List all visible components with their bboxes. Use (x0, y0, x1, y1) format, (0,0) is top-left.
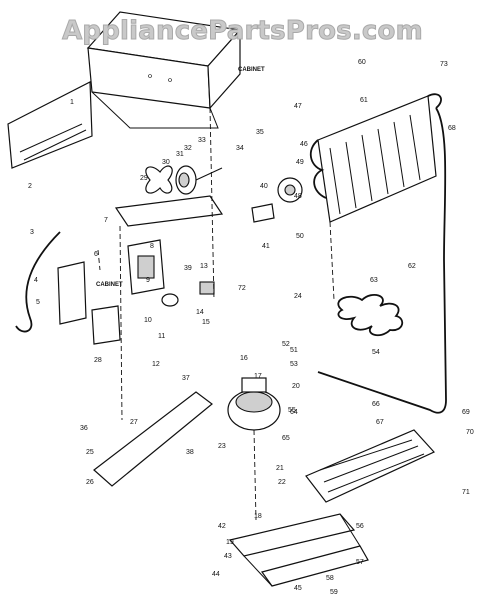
compressor (227, 377, 281, 431)
callout-5: 5 (36, 299, 40, 306)
callout-11: 11 (158, 333, 165, 340)
callout-8: 8 (150, 243, 154, 250)
callout-22: 22 (278, 479, 286, 486)
callout-20: 20 (292, 383, 300, 390)
callout-6: 6 (94, 251, 98, 258)
callout-43: 43 (224, 553, 232, 560)
callout-67: 67 (376, 419, 384, 426)
callout-69: 69 (462, 409, 470, 416)
fan-bracket (114, 195, 224, 227)
capillary-tube (317, 107, 447, 414)
callout-29: 29 (140, 175, 148, 182)
callout-18: 18 (254, 513, 262, 520)
callout-46: 46 (300, 141, 308, 148)
callout-51: 51 (290, 347, 298, 354)
callout-2: 2 (28, 183, 32, 190)
thermostat-dial (251, 177, 303, 223)
callout-16: 16 (240, 355, 248, 362)
callout-24: 24 (294, 293, 302, 300)
power-cord (15, 231, 61, 333)
callout-53: 53 (290, 361, 298, 368)
callout-7: 7 (104, 217, 108, 224)
callout-70: 70 (466, 429, 474, 436)
callout-68: 68 (448, 125, 456, 132)
evaporator-coil (309, 93, 442, 223)
callout-62: 62 (408, 263, 416, 270)
callout-10: 10 (144, 317, 152, 324)
callout-28: 28 (94, 357, 102, 364)
callout-41: 41 (262, 243, 270, 250)
callout-72: 72 (238, 285, 246, 292)
drain-pan (305, 429, 435, 503)
callout-15: 15 (202, 319, 210, 326)
callout-13: 13 (200, 263, 208, 270)
cabinet-tag-top: CABINET (238, 67, 265, 73)
callout-65: 65 (282, 435, 290, 442)
control-housing (57, 239, 215, 345)
callout-17: 17 (254, 373, 262, 380)
callout-59: 59 (330, 589, 338, 596)
callout-25: 25 (86, 449, 94, 456)
defrost-heater (337, 293, 404, 337)
callout-33: 33 (198, 137, 206, 144)
callout-1: 1 (70, 99, 74, 106)
cabinet-tag-left: CABINET (96, 282, 123, 288)
cabinet-top-shelf (86, 11, 242, 129)
callout-44: 44 (212, 571, 220, 578)
base-rails (93, 391, 369, 587)
callout-49: 49 (296, 159, 304, 166)
callout-63: 63 (370, 277, 378, 284)
callout-55: 55 (288, 407, 296, 414)
callout-14: 14 (196, 309, 204, 316)
callout-34: 34 (236, 145, 244, 152)
callout-19: 19 (226, 539, 234, 546)
callout-36: 36 (80, 425, 88, 432)
callout-58: 58 (326, 575, 334, 582)
callout-37: 37 (182, 375, 190, 382)
callout-73: 73 (440, 61, 448, 68)
callout-42: 42 (218, 523, 226, 530)
callout-61: 61 (360, 97, 368, 104)
callout-12: 12 (152, 361, 160, 368)
callout-23: 23 (218, 443, 226, 450)
callout-21: 21 (276, 465, 284, 472)
callout-50: 50 (296, 233, 304, 240)
left-side-panel (7, 81, 93, 169)
callout-52: 52 (282, 341, 290, 348)
callout-38: 38 (186, 449, 194, 456)
callout-35: 35 (256, 129, 264, 136)
callout-66: 66 (372, 401, 380, 408)
callout-54: 54 (372, 349, 380, 356)
callout-45: 45 (294, 585, 302, 592)
callout-31: 31 (176, 151, 184, 158)
callout-32: 32 (184, 145, 192, 152)
callout-71: 71 (462, 489, 470, 496)
callout-48: 48 (294, 193, 302, 200)
fan-assembly (145, 165, 223, 195)
callout-56: 56 (356, 523, 364, 530)
callout-3: 3 (30, 229, 34, 236)
callout-30: 30 (162, 159, 170, 166)
callout-64: 64 (290, 409, 298, 416)
callout-60: 60 (358, 59, 366, 66)
callout-labels: 1234567891011121314151617181920212223242… (28, 59, 474, 596)
callout-4: 4 (34, 277, 38, 284)
callout-40: 40 (260, 183, 268, 190)
callout-26: 26 (86, 479, 94, 486)
callout-47: 47 (294, 103, 302, 110)
callout-39: 39 (184, 265, 192, 272)
callout-9: 9 (146, 277, 150, 284)
callout-57: 57 (356, 559, 364, 566)
callout-27: 27 (130, 419, 138, 426)
